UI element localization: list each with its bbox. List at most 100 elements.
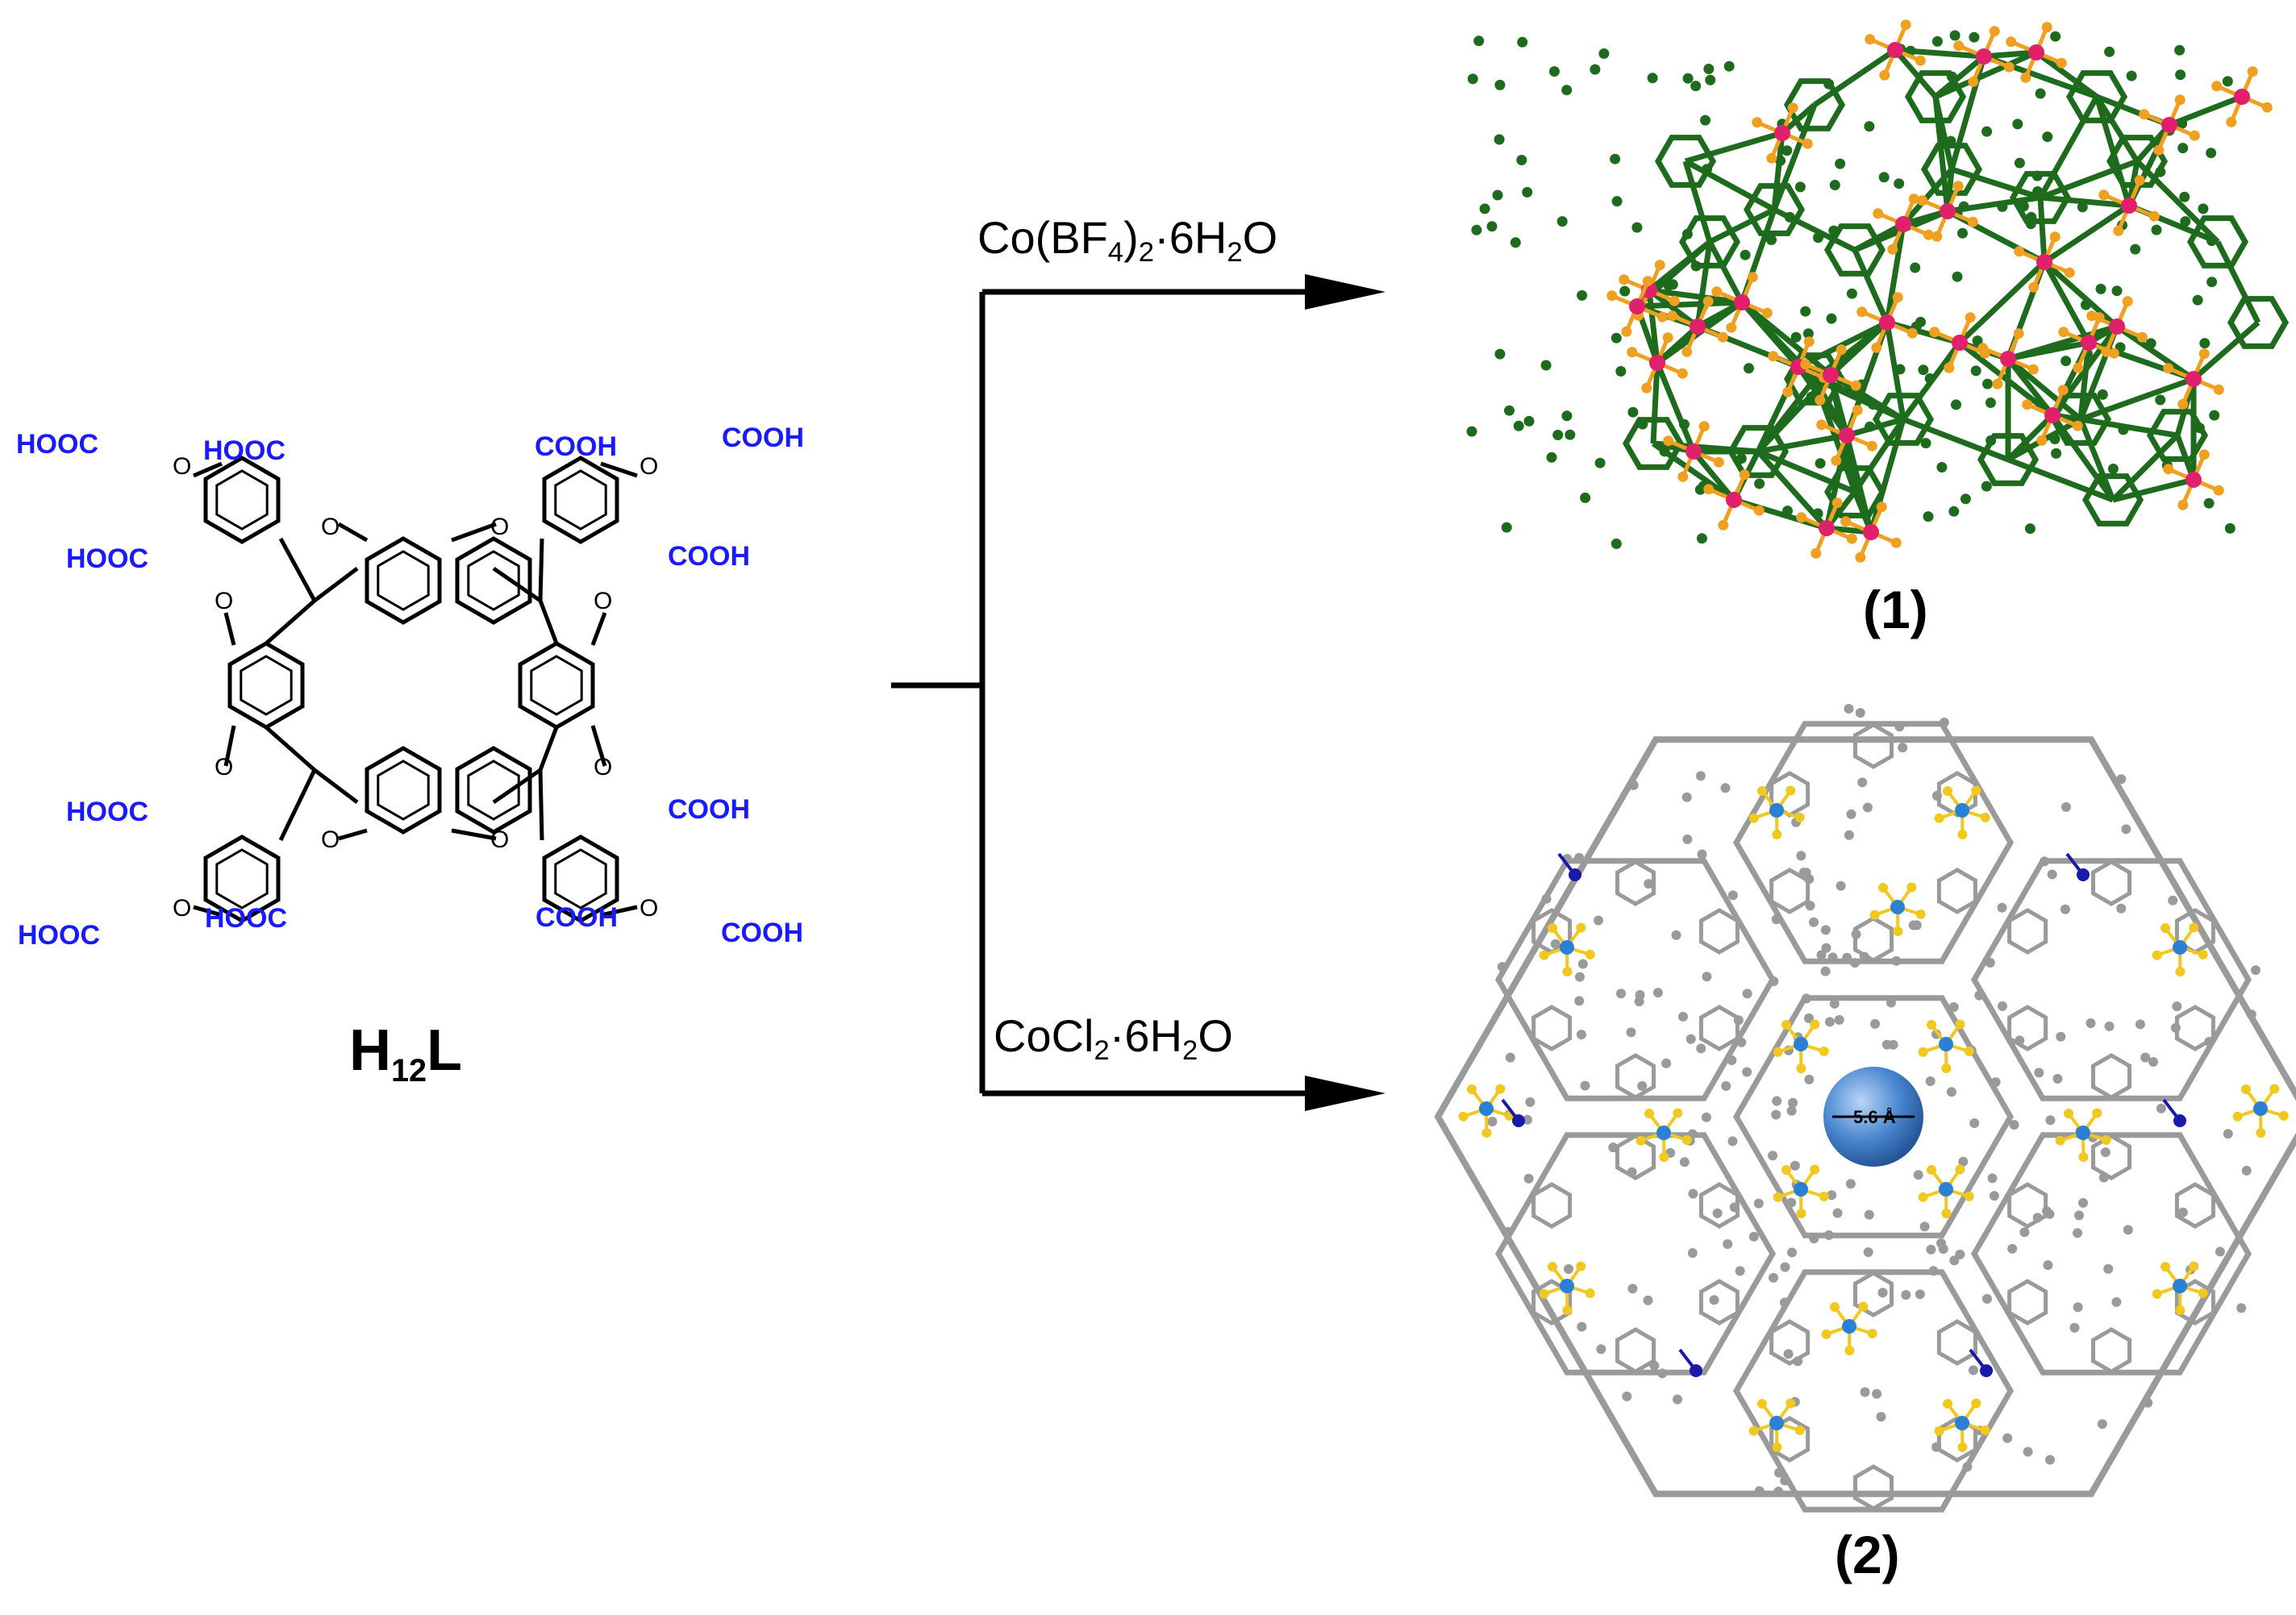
framework-1-oxygen-atom xyxy=(2022,399,2033,410)
framework-1-bond xyxy=(1756,448,1856,495)
framework-1-carbon-atom xyxy=(1986,435,1997,446)
framework-2-carbon-atom xyxy=(1870,1018,1880,1029)
oxygen-3: O xyxy=(321,514,340,540)
framework-1-cobalt-atom xyxy=(2081,335,2097,351)
framework-1-cobalt-atom xyxy=(1686,443,1702,460)
framework-2-carbon-atom xyxy=(2104,1021,2115,1031)
framework-2-carbon-atom xyxy=(1580,1080,1590,1091)
reagent-1-label: Co(BF4)2·6H2O xyxy=(977,212,1278,268)
framework-1-oxygen-atom xyxy=(1753,505,1765,516)
framework-1-cobalt-atom xyxy=(1940,203,1956,219)
framework-1-oxygen-atom xyxy=(2049,231,2061,243)
framework-2-cobalt-atom xyxy=(2173,1279,2187,1293)
framework-1-carbon-atom xyxy=(1823,78,1835,89)
ligand-ring-inner-bond xyxy=(554,469,607,531)
framework-2-carbon-atom xyxy=(1989,1191,1999,1201)
framework-1-carbon-atom xyxy=(2012,119,2023,130)
framework-1-oxygen-atom xyxy=(1681,346,1693,357)
framework-2-oxygen-atom xyxy=(2269,1084,2280,1094)
framework-2-carbon-atom xyxy=(1754,1486,1765,1496)
framework-1-oxygen-atom xyxy=(1873,208,1884,219)
framework-1-carbon-atom xyxy=(2031,170,2043,181)
framework-1-cobalt-atom xyxy=(1726,492,1742,508)
framework-2-carbon-atom xyxy=(1919,1222,1930,1232)
framework-2-carbon-atom xyxy=(1958,1156,1969,1167)
framework-2-ring xyxy=(1853,916,1894,963)
framework-2-carbon-atom xyxy=(1596,1344,1606,1355)
framework-1-bond xyxy=(1934,49,2038,100)
framework-2-carbon-atom xyxy=(1998,1001,2007,1011)
framework-1-cobalt-atom xyxy=(1839,427,1855,443)
framework-1-oxygen-atom xyxy=(1887,243,1898,255)
framework-1-oxygen-atom xyxy=(2003,61,2015,73)
framework-2-ring xyxy=(1698,1005,1740,1051)
framework-2-cobalt-atom xyxy=(1939,1182,1953,1197)
framework-1-carbon-atom xyxy=(1781,145,1793,156)
framework-2-cage xyxy=(1970,858,2252,1101)
framework-2-carbon-atom xyxy=(1574,852,1585,863)
framework-1-ring xyxy=(1823,223,1886,277)
framework-1-carbon-atom xyxy=(2194,422,2205,434)
framework-1-carbon-atom xyxy=(1546,452,1557,463)
ligand-ring-inner-bond xyxy=(240,655,293,716)
framework-2-carbon-atom xyxy=(1836,880,1846,891)
framework-1-oxygen-atom xyxy=(2177,499,2189,510)
framework-1-cobalt-atom xyxy=(1895,216,1911,232)
framework-1-bond xyxy=(1902,416,2010,463)
framework-2-carbon-atom xyxy=(2002,1433,2013,1443)
framework-2-carbon-atom xyxy=(1829,998,1840,1009)
framework-2-carbon-atom xyxy=(2121,824,2131,835)
framework-2-nitrogen-atom xyxy=(1690,1364,1702,1377)
framework-2-carbon-atom xyxy=(1628,780,1639,790)
framework-1-oxygen-atom xyxy=(2027,364,2039,375)
framework-2-carbon-atom xyxy=(1753,1198,1764,1209)
framework-1-oxygen-atom xyxy=(1968,76,1979,87)
framework-1-oxygen-atom xyxy=(2213,384,2224,395)
framework-2-carbon-atom xyxy=(1678,1011,1688,1022)
framework-2-carbon-atom xyxy=(2170,1022,2181,1033)
ligand-bond xyxy=(451,828,497,841)
framework-2-oxygen-atom xyxy=(1819,1191,1829,1201)
framework-1-bond xyxy=(1684,158,1776,213)
framework-1-cobalt-atom xyxy=(1976,48,1992,65)
ligand-ring xyxy=(203,456,281,544)
reaction-branch xyxy=(891,289,1306,1097)
framework-1-oxygen-atom xyxy=(1816,419,1827,431)
framework-1-oxygen-atom xyxy=(2058,327,2069,338)
framework-1-oxygen-atom xyxy=(1917,195,1928,206)
framework-2-oxygen-atom xyxy=(1964,1191,1974,1201)
framework-1-carbon-atom xyxy=(1659,446,1670,457)
ligand-bond xyxy=(265,726,316,772)
framework-2-oxygen-atom xyxy=(2189,1261,2199,1272)
framework-2-cobalt-atom xyxy=(2076,1126,2090,1140)
framework-2-carbon-atom xyxy=(1851,929,1861,939)
framework-2-carbon-atom xyxy=(2009,1120,2019,1130)
framework-1-oxygen-atom xyxy=(2198,348,2210,360)
reagent-2-label: CoCl2·6H2O xyxy=(994,1010,1233,1066)
framework-2-carbon-atom xyxy=(1772,1096,1782,1106)
framework-1-oxygen-atom xyxy=(1855,552,1866,563)
framework-2-carbon-atom xyxy=(1768,1151,1777,1161)
ligand-bond xyxy=(590,725,607,767)
framework-1-bond xyxy=(1771,103,1818,211)
framework-2-carbon-atom xyxy=(1969,1118,1980,1128)
framework-1-carbon-atom xyxy=(1813,232,1823,243)
framework-1-oxygen-atom xyxy=(1953,40,1965,52)
framework-2-carbon-atom xyxy=(1834,1014,1844,1025)
framework-2-carbon-atom xyxy=(1637,1080,1648,1091)
framework-1-carbon-atom xyxy=(1794,181,1806,193)
ligand-bond xyxy=(223,612,236,646)
framework-2-carbon-atom xyxy=(1727,890,1738,901)
framework-1-carbon-atom xyxy=(1540,360,1552,371)
framework-1-bond xyxy=(2042,260,2119,329)
framework-1-carbon-atom xyxy=(1970,365,1981,377)
framework-2-carbon-atom xyxy=(2148,1057,2158,1067)
framework-2-oxygen-atom xyxy=(2256,1128,2266,1138)
framework-1-carbon-atom xyxy=(2050,31,2061,42)
framework-1-bond xyxy=(1647,288,1700,329)
framework-1-ring xyxy=(1678,215,1741,268)
framework-2-carbon-atom xyxy=(1769,976,1779,986)
ligand-ring xyxy=(542,835,619,923)
framework-1-oxygen-atom xyxy=(2057,385,2069,396)
framework-1-carbon-atom xyxy=(1517,36,1528,48)
